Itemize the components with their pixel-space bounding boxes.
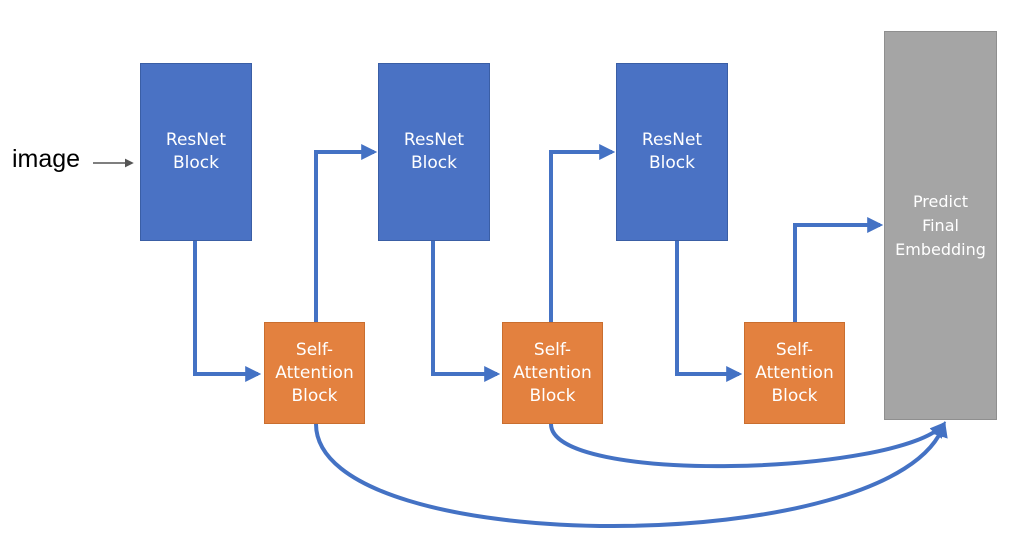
attention-block-label-line1: Self- [775, 339, 814, 360]
resnet-block-label-line2: Block [411, 153, 457, 173]
resnet-block-label-line2: Block [173, 153, 219, 173]
predict-final-embedding-block: Predict Final Embedding [884, 31, 997, 420]
skip-connector-attention2-to-predict [549, 421, 947, 468]
attention-block-1: Self- Attention Block [264, 322, 365, 424]
connector-attention1-to-resnet2 [314, 144, 378, 322]
attention-block-2: Self- Attention Block [502, 322, 603, 424]
predict-label-line3: Embedding [895, 239, 986, 259]
resnet-block-2: ResNet Block [378, 63, 490, 241]
attention-block-label-line3: Block [771, 385, 818, 406]
skip-connector-attention1-to-predict [314, 420, 948, 528]
input-label: image [12, 145, 81, 173]
attention-block-label-line1: Self- [295, 339, 334, 360]
resnet-block-label-line1: ResNet [165, 130, 227, 150]
attention-block-label-line2: Attention [275, 362, 354, 383]
resnet-block-label-line1: ResNet [641, 130, 703, 150]
connector-attention2-to-resnet3 [549, 144, 616, 322]
attention-block-label-line3: Block [291, 385, 338, 406]
resnet-block-1: ResNet Block [140, 63, 252, 241]
attention-block-3: Self- Attention Block [744, 322, 845, 424]
attention-block-label-line2: Attention [513, 362, 592, 383]
predict-label-line1: Predict [912, 191, 969, 211]
attention-block-label-line3: Block [529, 385, 576, 406]
attention-block-label-line2: Attention [755, 362, 834, 383]
connector-resnet3-to-attention3 [675, 241, 743, 382]
resnet-block-label-line2: Block [649, 153, 695, 173]
attention-block-label-line1: Self- [533, 339, 572, 360]
connector-attention3-to-predict [793, 217, 884, 322]
connector-resnet1-to-attention1 [193, 241, 262, 382]
resnet-block-3: ResNet Block [616, 63, 728, 241]
connector-resnet2-to-attention2 [431, 241, 501, 382]
predict-label-line2: Final [922, 215, 959, 235]
resnet-block-label-line1: ResNet [403, 130, 465, 150]
